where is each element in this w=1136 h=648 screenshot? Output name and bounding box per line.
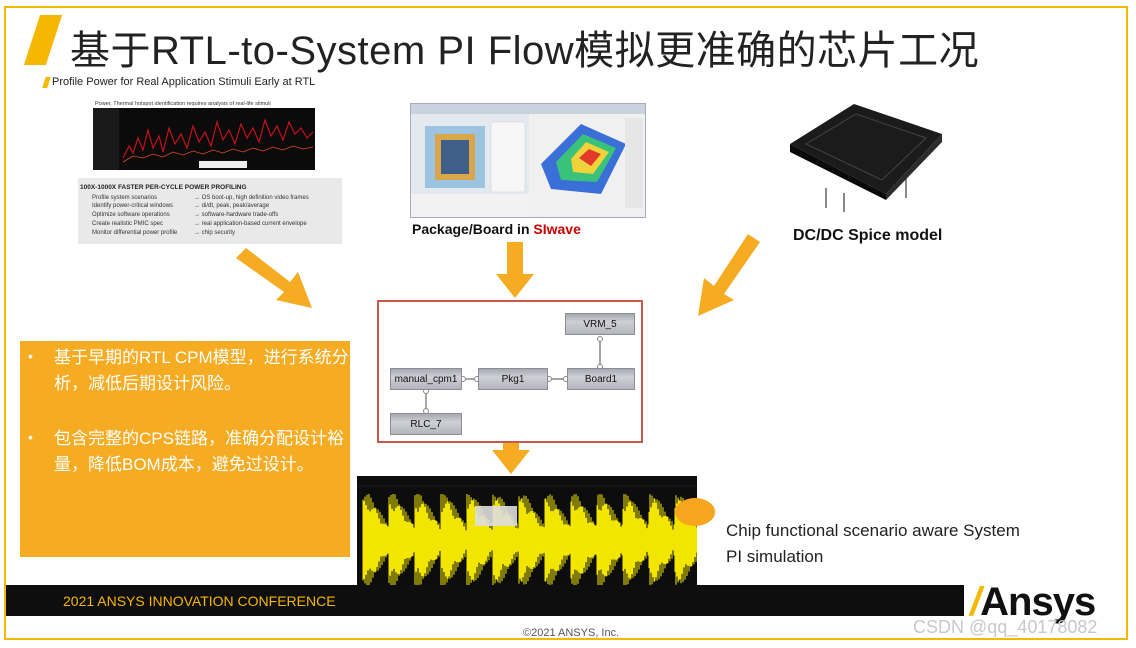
slide-subtitle: Profile Power for Real Application Stimu… [52,76,316,88]
siwave-brand: SIwave [533,221,581,237]
arrow-down-right-icon [236,248,312,308]
profile-figure-caption: Power, Thermal hotspot identification re… [95,101,271,107]
vrm-block[interactable]: VRM_5 [565,313,635,335]
profiling-row-right: → chip security [194,230,236,236]
package-label-prefix: Package/Board in [412,221,534,237]
logo-text: Ansys [980,580,1096,624]
cpm-block[interactable]: manual_cpm1 [390,368,462,390]
ansys-logo: /Ansys [970,580,1096,625]
package-board-label: Package/Board in SIwave [412,221,581,237]
arrow-down-icon [492,418,530,474]
pkg-block[interactable]: Pkg1 [478,368,548,390]
bullet-dot: • [28,348,33,364]
slide-frame [4,6,1128,640]
profiling-heading: 100X-1000X FASTER PER-CYCLE POWER PROFIL… [80,184,247,191]
profiling-row-left: Identify power-critical windows [92,203,174,209]
copyright: ©2021 ANSYS, Inc. [523,627,620,639]
chip-caption-line: PI simulation [726,547,824,566]
peak-marker [675,498,715,526]
arrow-down-left-icon [698,234,760,316]
board-block[interactable]: Board1 [567,368,635,390]
profiling-row-left: Create realistic PMIC spec [92,221,164,227]
profiling-benefits-panel [78,178,342,244]
bullet-text: 基于早期的RTL CPM模型，进行系统分析，减低后期设计风险。 [54,348,349,393]
chip-caption-line: Chip functional scenario aware System [726,521,1020,540]
dcdc-module-image [786,100,946,220]
bullet-text: 包含完整的CPS链路，准确分配设计裕量，降低BOM成本，避免过设计。 [54,429,344,474]
power-waveform [357,476,701,604]
profiling-row-left: Optimize software operations [92,212,170,218]
siwave-screenshot [410,103,646,218]
slide-title: 基于RTL-to-System PI Flow模拟更准确的芯片工况 [70,29,980,73]
power-profile-plot [93,108,315,170]
csdn-watermark: CSDN @qq_40178082 [913,617,1098,637]
profiling-row-right: → real application-based current envelop… [194,221,307,227]
conference-name: 2021 ANSYS INNOVATION CONFERENCE [63,593,336,609]
profiling-row-right: → di/dt, peak, peak/average [194,203,270,209]
profiling-row-left: Profile system scenarios [92,195,158,201]
chip-scenario-caption: Chip functional scenario aware System PI… [726,518,1020,570]
dcdc-label: DC/DC Spice model [793,227,943,244]
rlc-block[interactable]: RLC_7 [390,413,462,435]
arrow-down-icon [496,242,534,298]
profiling-row-left: Monitor differential power profile [92,230,178,236]
profiling-row-right: → OS boot-up, high definition video fram… [194,195,309,201]
cps-schematic: VRM_5 manual_cpm1 Pkg1 Board1 RLC_7 [377,300,643,443]
logo-slash: / [970,580,981,624]
bullet-dot: • [28,429,33,445]
profiling-row-right: → software-hardware trade-offs [194,212,279,218]
footer-bar [6,585,964,616]
benefits-box [20,341,350,557]
